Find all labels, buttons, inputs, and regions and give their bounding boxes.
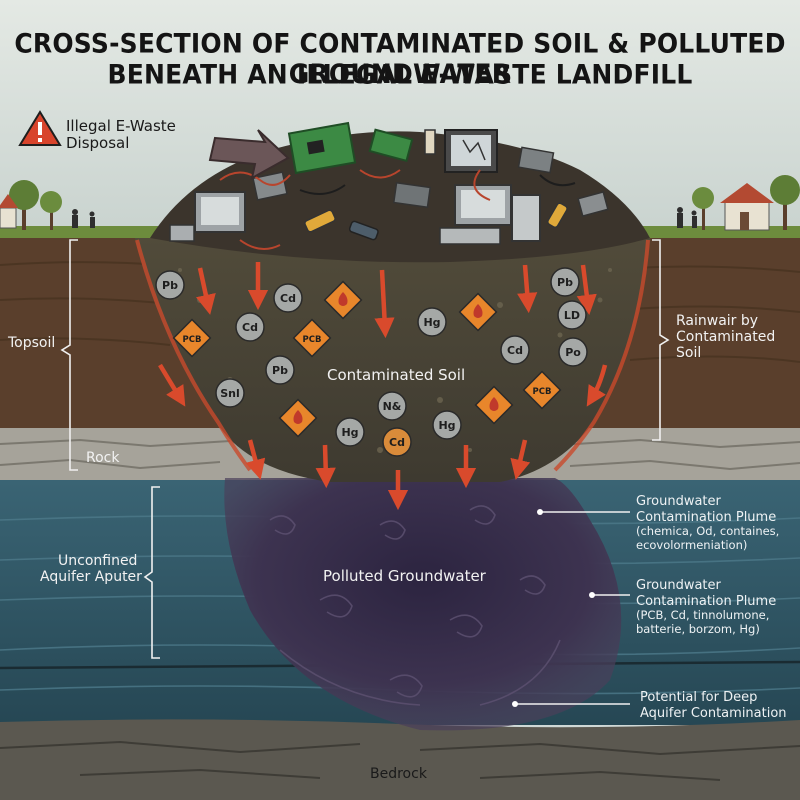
hazard-icon — [474, 385, 514, 425]
deep-aquifer-note-line1: Potential for Deep — [640, 690, 758, 705]
tree-icon — [40, 191, 62, 230]
deep-aquifer-note-line2: Aquifer Contamination — [640, 705, 787, 721]
computer-icon — [194, 191, 246, 233]
marker-label: PCB — [533, 387, 552, 397]
pcb-hazard-marker: PCB — [522, 370, 562, 410]
warning-icon — [18, 110, 62, 146]
tree-icon — [692, 187, 714, 230]
element-marker: Cd — [235, 312, 265, 342]
marker-label: PCB — [303, 335, 322, 345]
marker-label: Po — [565, 346, 581, 359]
plume-note-2-line2: Contamination Plume — [636, 593, 777, 609]
contaminated-soil-label: Contaminated Soil — [327, 366, 466, 384]
pcb-hazard-marker: PCB — [172, 318, 212, 358]
polluted-groundwater-label: Polluted Groundwater — [323, 567, 486, 585]
element-marker: Hg — [335, 417, 365, 447]
marker-label: Pb — [557, 276, 573, 289]
page-title-line1: CROSS-SECTION OF CONTAMINATED SOIL & POL… — [14, 28, 786, 90]
rainwater-label-line3: Soil — [676, 345, 702, 362]
marker-label: Pb — [272, 364, 288, 377]
plume-note-2-line1: Groundwater — [636, 578, 721, 593]
element-marker: LD — [557, 300, 587, 330]
deep-aquifer-note: Potential for Deep Aquifer Contamination — [640, 690, 787, 721]
marker-label: Cd — [389, 436, 405, 449]
marker-label: Snl — [220, 387, 240, 400]
disposal-label-line1: Illegal E-Waste — [66, 117, 176, 135]
element-marker: Cd — [500, 335, 530, 365]
marker-label: Cd — [507, 344, 523, 357]
circuit-board-icon — [287, 121, 357, 175]
marker-label: Hg — [341, 426, 358, 439]
disposal-arrow-icon — [208, 129, 290, 180]
element-marker: Cd — [273, 283, 303, 313]
element-marker: N& — [377, 391, 407, 421]
marker-label: PCB — [183, 335, 202, 345]
plume-note-1-line1: Groundwater — [636, 494, 721, 509]
e-waste-items — [169, 121, 609, 250]
marker-label: Hg — [438, 419, 455, 432]
leaching-arrows — [158, 262, 608, 511]
tree-icon — [9, 180, 39, 230]
marker-label: LD — [564, 309, 580, 322]
element-marker: Po — [558, 337, 588, 367]
marker-label: Pb — [162, 279, 178, 292]
battery-icon — [304, 209, 336, 233]
marker-label: Cd — [242, 321, 258, 334]
plume-note-2-line4: batterie, borzom, Hg) — [636, 621, 760, 636]
rainwater-label-line1: Rainwair by — [676, 313, 759, 329]
computer-icon — [444, 129, 498, 173]
aquifer-label: Unconfined Aquifer Aputer — [40, 553, 142, 585]
element-marker: Pb — [155, 270, 185, 300]
hazard-icon — [323, 280, 363, 320]
rock-label: Rock — [86, 450, 120, 466]
element-marker: Cd — [382, 427, 412, 457]
rainwater-label: Rainwair by Contaminated Soil — [676, 313, 775, 361]
rainwater-label-line2: Contaminated — [676, 329, 776, 346]
topsoil-label: Topsoil — [8, 335, 56, 351]
aquifer-label-line1: Unconfined — [58, 553, 138, 569]
plume-note-1: Groundwater Contamination Plume (chemica… — [636, 494, 779, 553]
element-marker: Snl — [215, 378, 245, 408]
aquifer-label-line2: Aquifer Aputer — [40, 569, 142, 586]
hazard-icon — [278, 398, 318, 438]
element-marker: Hg — [432, 410, 462, 440]
pcb-hazard-marker: PCB — [292, 318, 332, 358]
disposal-label-line2: Disposal — [66, 134, 130, 153]
plume-note-1-line4: ecovolormeniation) — [636, 537, 748, 552]
plume-note-2-line3: (PCB, Cd, tinnolumone, — [636, 608, 770, 623]
plume-note-1-line3: (chemica, Od, containes, — [636, 524, 780, 539]
bedrock-layer — [0, 719, 800, 800]
house-icon — [0, 194, 18, 229]
tree-icon — [770, 175, 800, 230]
contamination-plume — [224, 478, 622, 731]
element-marker: Pb — [265, 355, 295, 385]
brackets — [60, 239, 670, 659]
disposal-label: Illegal E-Waste Disposal — [66, 117, 176, 153]
plume-note-2: Groundwater Contamination Plume (PCB, Cd… — [636, 578, 776, 637]
house-icon — [720, 183, 774, 231]
marker-label: N& — [383, 400, 402, 413]
page-title-line2: BENEATH AN ILLEGAL E-WASTE LANDFILL — [107, 59, 693, 90]
marker-label: Hg — [423, 316, 440, 329]
circuit-board-icon — [368, 128, 414, 163]
element-marker: Pb — [550, 267, 580, 297]
element-marker: Hg — [417, 307, 447, 337]
pointer-lines — [515, 511, 630, 705]
hazard-icon — [458, 292, 498, 332]
marker-label: Cd — [280, 292, 296, 305]
plume-note-1-line2: Contamination Plume — [636, 509, 777, 525]
bedrock-label: Bedrock — [370, 766, 427, 782]
